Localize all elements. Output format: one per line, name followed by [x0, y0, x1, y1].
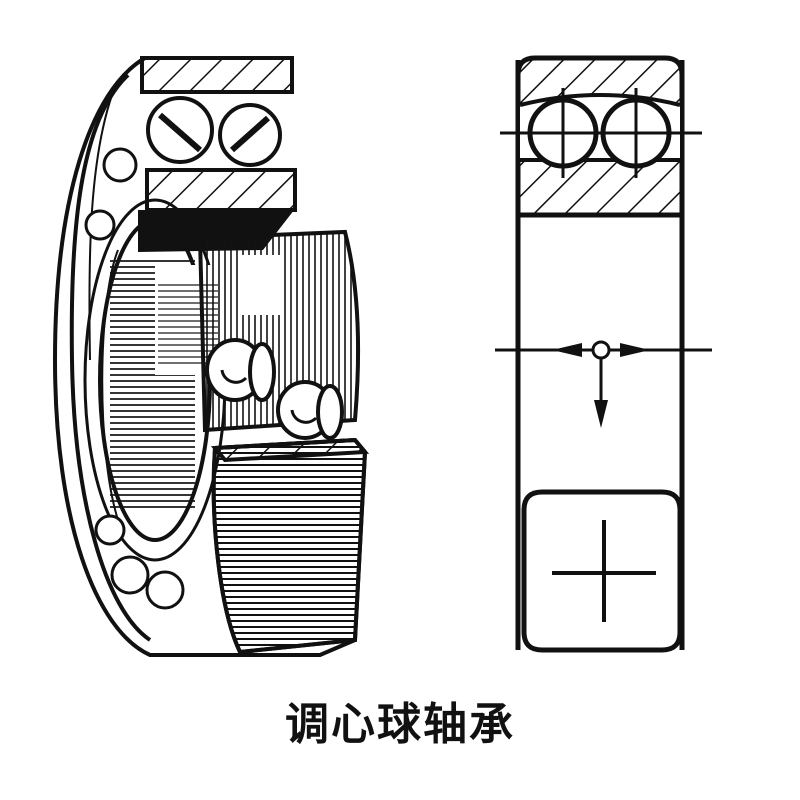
cage-balls: [84, 147, 185, 610]
front-outer-ring: [210, 437, 370, 655]
top-section: [138, 56, 297, 253]
exposed-balls: [205, 338, 344, 440]
figure-caption: 调心球轴承: [285, 699, 515, 750]
